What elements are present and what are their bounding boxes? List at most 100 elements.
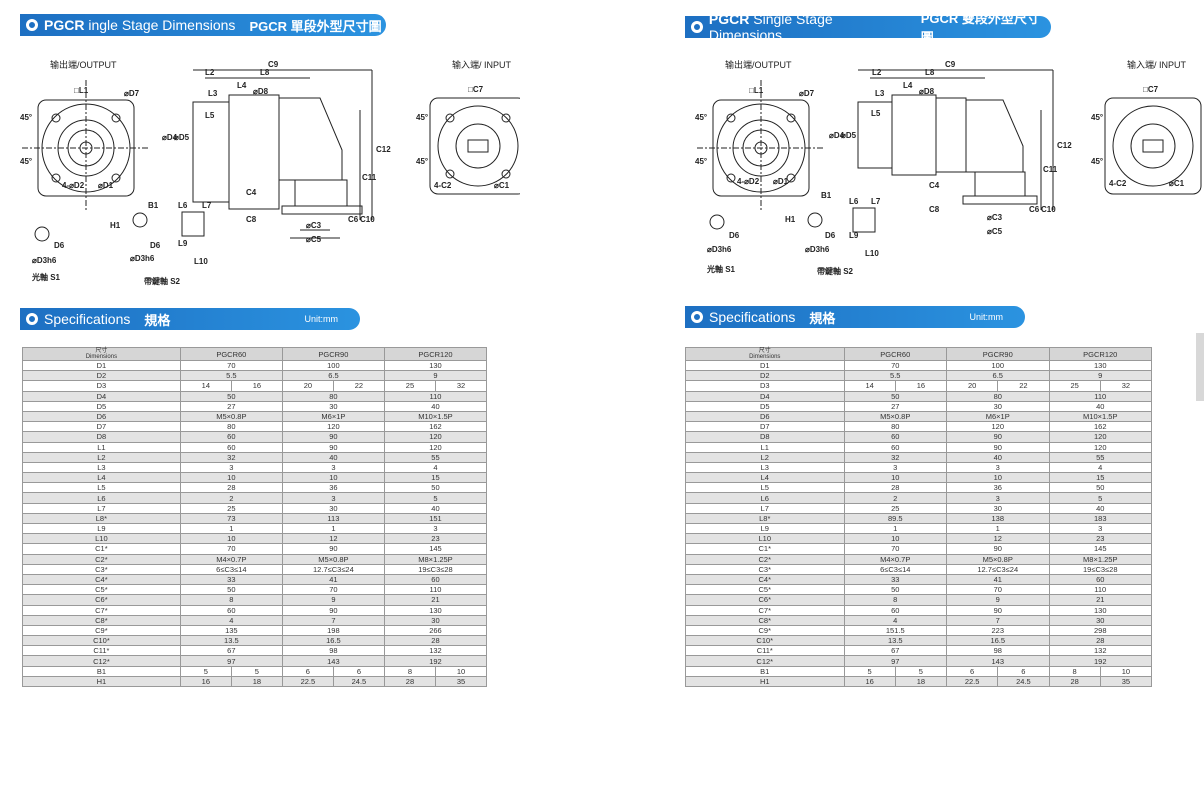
- table-cell: 32: [434, 380, 488, 392]
- input-flange: [962, 195, 1038, 205]
- table-cell: 40: [946, 451, 1050, 463]
- table-cell: 10: [179, 533, 283, 545]
- row-label: D4: [685, 390, 845, 402]
- label-l9: L9: [849, 231, 859, 240]
- spec-title-cn: 規格: [144, 312, 171, 328]
- table-cell: 1: [946, 522, 1050, 535]
- row-label: L10: [22, 533, 181, 545]
- table-cell: 120: [1048, 441, 1152, 453]
- label-s2: 帶鍵軸 S2: [144, 276, 181, 286]
- table-cell: 100: [946, 359, 1050, 372]
- table-cell: 12.7≤C3≤24: [946, 563, 1050, 575]
- table-cell: 30: [281, 400, 385, 412]
- row-label: L1: [685, 441, 845, 453]
- row-label: L9: [685, 522, 845, 535]
- table-cell: 10: [843, 472, 947, 484]
- row-label: L7: [22, 502, 181, 514]
- shaft-s2-section: [807, 212, 823, 228]
- label-l8: L8: [925, 68, 935, 77]
- table-cell: 6: [281, 665, 334, 677]
- label-s2: 帶鍵軸 S2: [817, 266, 854, 276]
- table-cell: 98: [946, 645, 1050, 657]
- label-d2: 4-⌀D2: [737, 177, 760, 186]
- table-cell: 8: [179, 594, 283, 606]
- table-cell: 32: [843, 451, 947, 463]
- label-l6: L6: [178, 201, 188, 210]
- table-cell: 5: [843, 665, 896, 677]
- label-l5: L5: [205, 111, 215, 120]
- table-cell: 67: [843, 645, 947, 657]
- label-deg: 45°: [695, 113, 707, 122]
- table-cell: 223: [946, 624, 1050, 637]
- table-cell: 110: [1048, 584, 1152, 596]
- table-cell: 70: [843, 359, 947, 372]
- table-cell: 7: [281, 614, 385, 626]
- spec-banner: Specifications 規格 Unit:mm: [20, 308, 360, 330]
- row-label: L6: [685, 492, 845, 504]
- unit-label: Unit:mm: [969, 312, 1004, 322]
- table-cell: 132: [383, 645, 488, 657]
- input-flange-circle: [437, 105, 519, 187]
- table-cell: 5: [383, 492, 488, 504]
- table-cell: 20: [281, 380, 334, 392]
- bolt-hole: [501, 113, 511, 123]
- input-label: 输入端/ INPUT: [452, 60, 512, 70]
- table-cell: M8×1.25P: [1048, 553, 1152, 565]
- row-label: L4: [22, 472, 181, 484]
- table-cell: 183: [1048, 512, 1152, 525]
- table-cell: 50: [179, 390, 283, 402]
- spec-title-cn: 規格: [809, 310, 836, 326]
- row-label: D2: [685, 370, 845, 382]
- row-label: C5*: [22, 584, 181, 596]
- table-cell: 24.5: [332, 675, 385, 688]
- label-c6: C6: [1029, 205, 1040, 214]
- label-c8: C8: [929, 205, 940, 214]
- table-cell: 130: [383, 359, 488, 372]
- unit-label: Unit:mm: [304, 314, 339, 324]
- table-cell: 4: [843, 614, 947, 626]
- table-cell: 13.5: [843, 635, 947, 647]
- row-label: C10*: [22, 635, 181, 647]
- label-c12: C12: [1057, 141, 1072, 150]
- table-cell: 120: [1048, 431, 1152, 443]
- label-d7: ⌀D7: [799, 89, 815, 98]
- label-h1: H1: [785, 215, 796, 224]
- label-d6: D6: [54, 241, 65, 250]
- table-cell: 6: [997, 665, 1050, 677]
- label-l7: L7: [871, 197, 881, 206]
- table-cell: 3: [281, 492, 385, 504]
- table-cell: 3: [281, 461, 385, 474]
- table-cell: 9: [281, 594, 385, 606]
- table-cell: 130: [383, 604, 488, 616]
- bolt-hole: [501, 169, 511, 179]
- table-cell: 60: [843, 431, 947, 443]
- row-label: C8*: [22, 614, 181, 626]
- table-cell: 5: [179, 665, 232, 677]
- row-label: H1: [685, 675, 845, 688]
- label-d5: ⌀D5: [841, 131, 857, 140]
- row-label: D3: [685, 380, 845, 392]
- table-cell: 1: [843, 522, 947, 535]
- shaft-s2-section: [132, 212, 148, 228]
- table-cell: 6≤C3≤14: [843, 563, 947, 575]
- label-l4: L4: [903, 81, 913, 90]
- bullet-icon: [26, 313, 38, 325]
- angle-housing: [965, 99, 1024, 173]
- table-cell: 5: [230, 665, 283, 677]
- table-cell: 41: [281, 573, 385, 586]
- table-cell: M10×1.5P: [1048, 410, 1152, 423]
- table-cell: 130: [1048, 604, 1152, 616]
- input-coupling: [467, 139, 489, 153]
